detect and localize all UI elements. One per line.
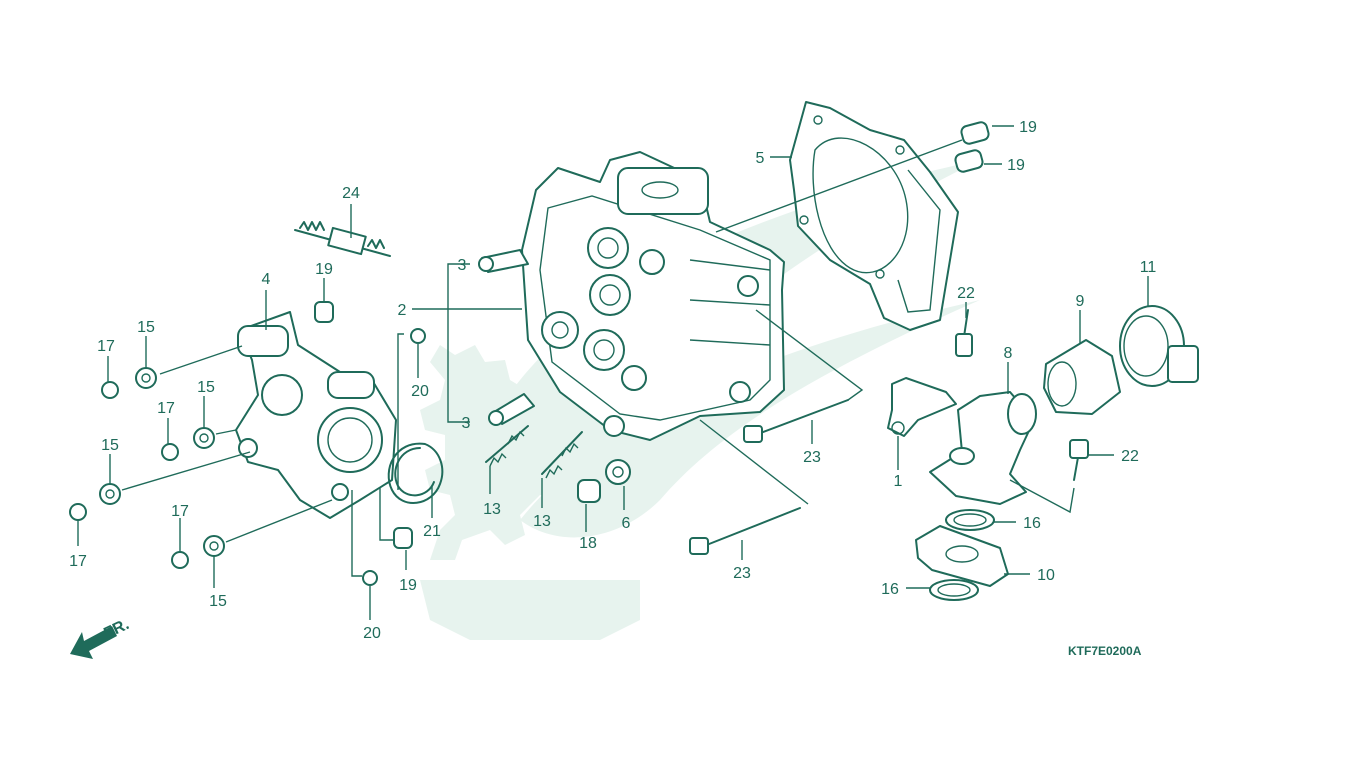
callout-18: 18: [579, 535, 597, 552]
front-direction-indicator: FR.: [70, 616, 132, 659]
callout-17: 17: [69, 553, 87, 570]
callout-22: 22: [957, 285, 975, 302]
callout-20: 20: [363, 625, 381, 642]
callout-23: 23: [803, 449, 821, 466]
callout-8: 8: [1004, 345, 1013, 362]
dowel-pin-part-lower: [393, 527, 413, 549]
callout-5: 5: [756, 150, 765, 167]
callout-15: 15: [137, 319, 155, 336]
callout-19: 19: [315, 261, 333, 278]
callout-2: 2: [398, 302, 407, 319]
callout-10: 10: [1037, 567, 1055, 584]
insulator-part: [1043, 339, 1121, 415]
long-bolt-parts: [689, 399, 849, 555]
diagram-code: KTF7E0200A: [1068, 644, 1142, 658]
cylinder-head-part: [521, 151, 785, 441]
callout-15: 15: [209, 593, 227, 610]
spacer-part: [915, 525, 1009, 587]
callout-23: 23: [733, 565, 751, 582]
o-ring-parts: [929, 509, 995, 601]
callout-labels: 24 19 4 17 15 17 15 15 17 17 15 20 21 19…: [69, 119, 1156, 642]
callout-17: 17: [171, 503, 189, 520]
callout-13: 13: [533, 513, 551, 530]
callout-17: 17: [97, 338, 115, 355]
stud-bolt-parts: [485, 425, 583, 479]
spark-plug-part: [294, 221, 391, 257]
callout-16: 16: [881, 581, 899, 598]
leader-lines: [77, 125, 1149, 620]
dowel-pin-part: [314, 301, 334, 323]
callout-17: 17: [157, 400, 175, 417]
clamp-band-part: [1119, 305, 1199, 387]
callout-19: 19: [1007, 157, 1025, 174]
intake-pipe-part: [929, 391, 1037, 505]
front-arrow-icon: [70, 626, 117, 659]
callout-13: 13: [483, 501, 501, 518]
callout-4: 4: [262, 271, 271, 288]
short-bolt-parts: [955, 309, 1089, 481]
callout-15: 15: [101, 437, 119, 454]
small-ring-part: [362, 328, 426, 586]
callout-21: 21: [423, 523, 441, 540]
callout-19: 19: [399, 577, 417, 594]
callout-19: 19: [1019, 119, 1037, 136]
callout-15: 15: [197, 379, 215, 396]
head-dowel-parts: [478, 249, 535, 426]
callout-3: 3: [458, 257, 467, 274]
head-gasket-part: [789, 101, 959, 331]
callout-11: 11: [1140, 259, 1157, 276]
callout-24: 24: [342, 185, 360, 202]
callout-20: 20: [411, 383, 429, 400]
callout-3: 3: [462, 415, 471, 432]
camshaft-holder-part: [235, 311, 397, 519]
front-label: FR.: [101, 616, 132, 642]
callout-1: 1: [894, 473, 903, 490]
callout-9: 9: [1076, 293, 1085, 310]
callout-6: 6: [622, 515, 631, 532]
callout-22: 22: [1121, 448, 1139, 465]
collar-and-seal-parts: [577, 459, 631, 503]
gasket-dowel-parts: [715, 121, 990, 233]
bracket-part: [887, 377, 957, 437]
callout-16: 16: [1023, 515, 1041, 532]
